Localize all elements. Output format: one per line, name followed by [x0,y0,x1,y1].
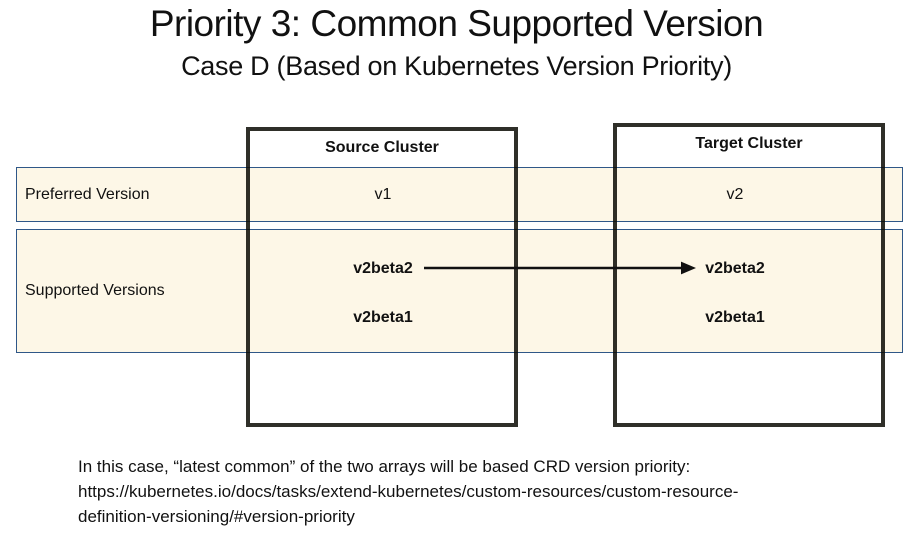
supported-versions-row: Supported Versions v2beta2 v2beta1 v2bet… [16,229,903,353]
footer-line-1: In this case, “latest common” of the two… [78,457,691,476]
target-cluster-box: Target Cluster [613,123,885,427]
target-supported-version-2: v2beta1 [705,309,765,326]
source-cluster-box: Source Cluster [246,127,518,427]
footer-line-3: definition-versioning/#version-priority [78,507,355,526]
target-cluster-header: Target Cluster [695,135,803,152]
supported-versions-label: Supported Versions [25,282,165,299]
source-preferred-version: v1 [374,185,392,203]
target-preferred-version: v2 [726,185,744,203]
target-supported-version-1: v2beta2 [705,260,765,277]
preferred-version-label: Preferred Version [25,185,150,203]
footer-note: In this case, “latest common” of the two… [78,454,738,529]
footer-line-2: https://kubernetes.io/docs/tasks/extend-… [78,482,739,501]
source-supported-version-1: v2beta2 [353,260,413,277]
page-title: Priority 3: Common Supported Version [149,3,764,44]
page-subtitle: Case D (Based on Kubernetes Version Prio… [181,51,732,81]
source-supported-version-2: v2beta1 [353,309,413,326]
source-cluster-header: Source Cluster [325,139,439,156]
preferred-version-row: Preferred Version v1 v2 [16,167,903,222]
version-match-arrow-icon [424,261,696,275]
